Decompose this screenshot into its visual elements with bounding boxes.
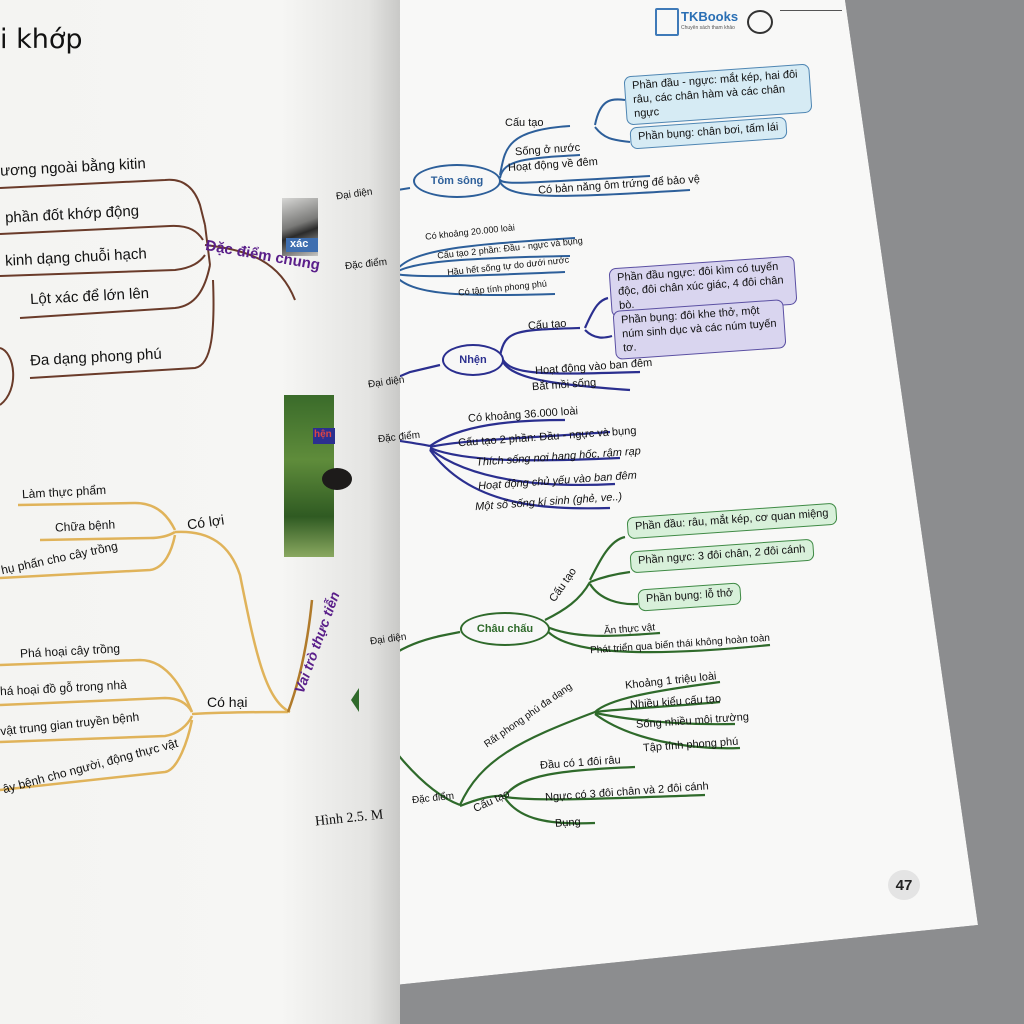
node-chau-chau: Châu chấu (460, 612, 550, 646)
box-text: Phần bụng: đôi khe thở, một núm sinh dục… (620, 304, 777, 354)
left-page-title: i khớp (0, 24, 83, 55)
brand-tagline: Chuyên sách tham khảo (681, 25, 735, 31)
box-text: Phần đầu - ngực: mắt kép, hai đôi râu, c… (631, 68, 798, 120)
brand-name: TKBooks (681, 9, 739, 24)
crustacean-structure-label: Cấu tạo (505, 117, 544, 129)
insect-body-item: Bụng (554, 816, 582, 830)
page-number: 47 (888, 870, 920, 900)
book-stack-icon (655, 8, 679, 36)
spider-root-label: hện (314, 429, 332, 440)
spider-label-box (313, 428, 335, 444)
shrimp-label-box (286, 238, 318, 252)
harm-label: Có hại (207, 694, 248, 710)
insect-marker (351, 688, 359, 712)
spider-figure (322, 468, 352, 490)
node-nhen: Nhện (442, 344, 504, 376)
bicycle-icon (747, 10, 773, 34)
brand-logo: TKBooks Chuyên sách tham khảo (655, 6, 775, 38)
left-mindmap-lines (0, 178, 314, 792)
crustacean-root-label: xác (290, 238, 309, 250)
node-tom-song: Tôm sông (413, 164, 501, 198)
header-rule (780, 10, 842, 11)
benefit-item: Chữa bệnh (54, 517, 116, 535)
